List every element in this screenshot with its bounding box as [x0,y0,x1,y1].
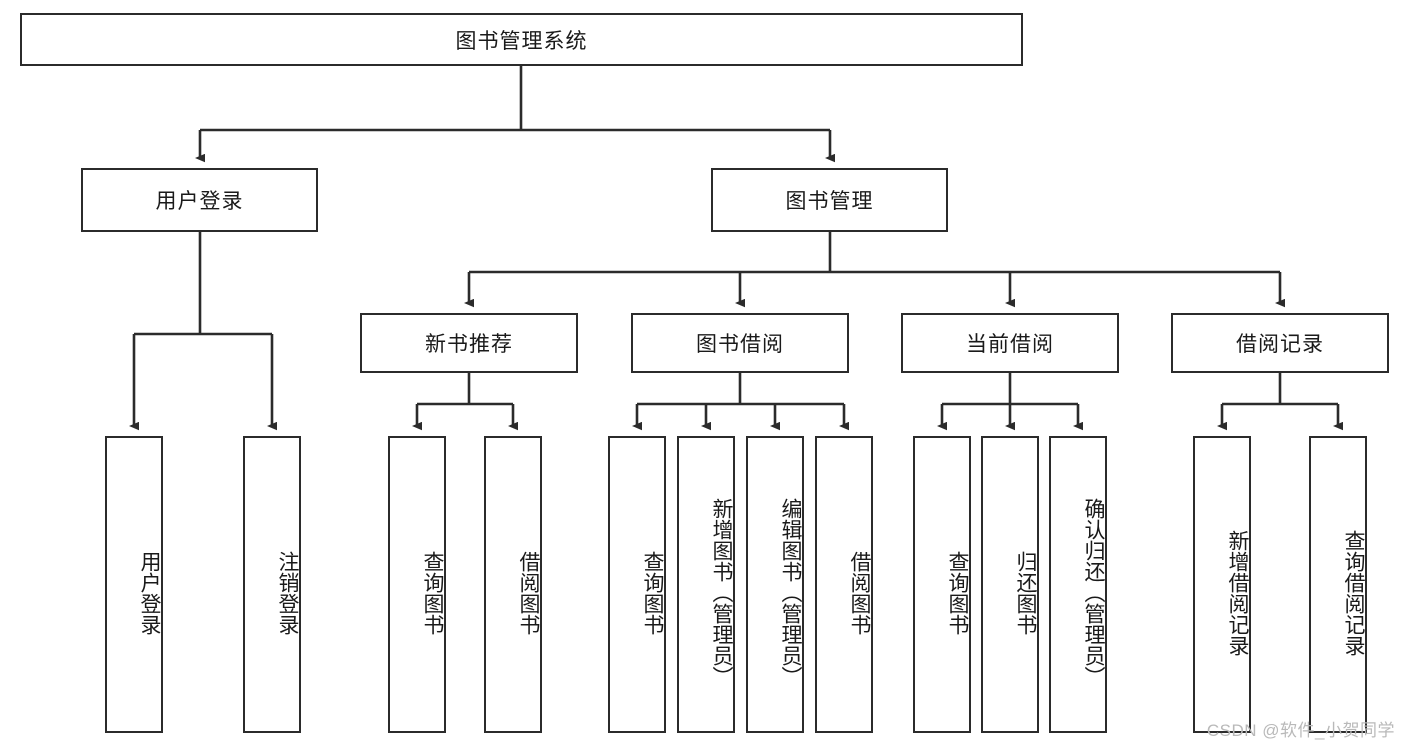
leaf-record-query-record[interactable]: 查询借阅记录 [1309,436,1367,733]
node-label: 编辑图书（管理员） [779,498,802,687]
csdn-watermark: CSDN @软件_小贺同学 [1206,721,1395,740]
node-book-borrow[interactable]: 图书借阅 [631,313,849,373]
leaf-user-login-logout[interactable]: 注销登录 [243,436,301,733]
node-label: 图书借阅 [696,333,784,356]
node-user-login[interactable]: 用户登录 [81,168,318,232]
node-label: 新书推荐 [425,333,513,356]
node-label: 注销登录 [276,550,299,635]
leaf-recommend-query-book[interactable]: 查询图书 [388,436,446,733]
leaf-current-query-book[interactable]: 查询图书 [913,436,971,733]
leaf-borrow-borrow-book[interactable]: 借阅图书 [815,436,873,733]
leaf-borrow-query-book[interactable]: 查询图书 [608,436,666,733]
node-label: 查询图书 [421,550,444,635]
node-label: 图书管理系统 [455,29,588,53]
node-label: 用户登录 [155,190,244,213]
leaf-borrow-edit-book-admin[interactable]: 编辑图书（管理员） [746,436,804,733]
leaf-recommend-borrow-book[interactable]: 借阅图书 [484,436,542,733]
node-root-system[interactable]: 图书管理系统 [20,13,1023,66]
node-label: 借阅图书 [848,550,871,635]
node-label: 新增图书（管理员） [710,498,733,687]
node-label: 用户登录 [138,550,161,635]
node-label: 确认归还（管理员） [1082,498,1105,687]
node-label: 图书管理 [785,190,874,213]
leaf-user-login-login[interactable]: 用户登录 [105,436,163,733]
node-label: 查询借阅记录 [1342,529,1365,656]
node-label: 查询图书 [946,550,969,635]
node-borrow-record[interactable]: 借阅记录 [1171,313,1389,373]
node-current-borrow[interactable]: 当前借阅 [901,313,1119,373]
leaf-borrow-add-book-admin[interactable]: 新增图书（管理员） [677,436,735,733]
node-new-book-recommend[interactable]: 新书推荐 [360,313,578,373]
node-label: 借阅图书 [517,550,540,635]
leaf-record-add-record[interactable]: 新增借阅记录 [1193,436,1251,733]
node-book-management[interactable]: 图书管理 [711,168,948,232]
leaf-current-return-book[interactable]: 归还图书 [981,436,1039,733]
leaf-current-confirm-return-admin[interactable]: 确认归还（管理员） [1049,436,1107,733]
node-label: 查询图书 [641,550,664,635]
node-label: 当前借阅 [966,333,1054,356]
node-label: 新增借阅记录 [1226,529,1249,656]
node-label: 借阅记录 [1236,333,1324,356]
node-label: 归还图书 [1014,550,1037,635]
